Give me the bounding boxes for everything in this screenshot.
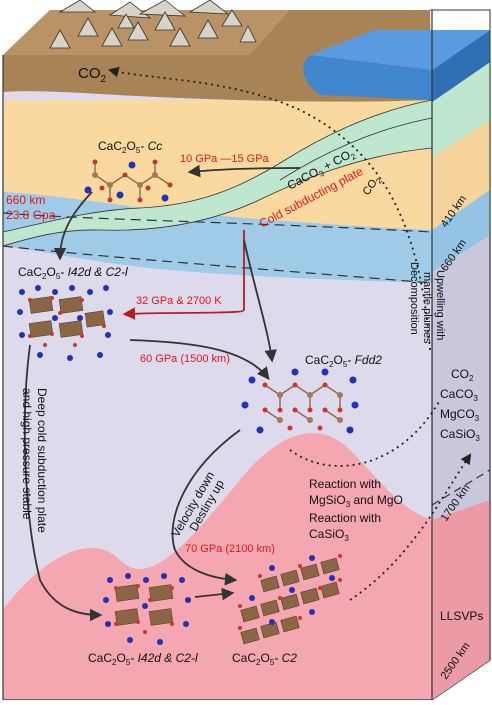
product-co2: CO2 [451,367,474,383]
slab-inner-line [279,117,433,181]
phase-c2-label: CaC2O5- C2 [232,651,297,667]
upwelling-note-3: Decomposition [408,262,420,335]
phase-i42d-top-label: CaC2O5- I42d & C2-l [18,265,128,281]
arrow-fdd2-to-c2 [171,429,241,586]
side-upper-mantle [432,120,490,230]
condition-i42d: 32 GPa & 2700 K [136,295,222,307]
arrow-deep-subduction [23,344,103,622]
phase-cc-label: CaC2O5- Cc [98,139,162,155]
reaction-note-1b: MgSiO3 and MgO [309,493,403,509]
reaction-note-2a: Reaction with [309,511,381,525]
crystal-i42d-bottom [103,573,191,645]
crust-top-face [3,10,290,55]
surface-co2-label: CO2 [78,65,107,85]
ocean-side [432,30,490,102]
arrow-slab-to-fdd2 [243,239,277,363]
product-casio3: CaSiO3 [440,427,480,443]
arrow-i42d-to-fdd2 [129,339,270,380]
deep-subduction-note-2: and high pressure stable [20,388,34,520]
product-mgco3: MgCO3 [440,407,480,423]
ocean-top [310,30,490,70]
mountain-range [49,0,257,49]
reaction-note-2b: CaSiO3 [309,527,349,543]
arrow-to-i42d-top [122,230,245,320]
phase-i42d-bottom-label: CaC2O5- I42d & C2-l [88,651,198,667]
ocean [303,55,432,100]
deep-subduction-note-1: Deep cold subduction plate [35,388,49,533]
co2-release-path [107,66,431,351]
boundary-1700 [431,469,491,506]
reaction-path-c2 [349,453,472,601]
crystal-c2 [238,554,342,645]
arrow-to-cc [187,164,301,178]
condition-fdd2: 60 GPa (1500 km) [140,353,230,365]
boundary-660 [2,245,433,284]
crystal-i42d-top [17,285,113,361]
reaction-note-1a: Reaction with [309,477,381,491]
llsvp-region [3,433,432,700]
boundary-410 [2,212,433,233]
block-outline-side [430,9,491,660]
arrow-cc-to-i42d [53,191,93,261]
upwelling-note-2: mantle plumes [421,272,433,344]
condition-c2: 70 GPa (2100 km) [185,543,275,555]
side-slab-band [432,62,490,158]
llsvp-side [432,500,490,700]
boundary-660-depth: 660 km [6,193,45,207]
product-caco3: CaCO3 [440,387,478,403]
side-transition-zone [432,190,490,272]
reaction-path-fdd2 [289,399,441,467]
boundary-660-pressure: 23.8 Gpa [6,208,56,222]
condition-cc: 10 GPa —15 GPa [180,153,270,165]
llsvps-label: LLSVPs [440,609,483,623]
crystal-cc [84,159,173,203]
upwelling-note-1: Upwelling with [434,270,446,340]
phase-fdd2-label: CaC2O5- Fdd2 [305,353,382,369]
arrow-i42d-to-c2 [194,587,235,601]
crystal-fdd2 [241,368,359,434]
